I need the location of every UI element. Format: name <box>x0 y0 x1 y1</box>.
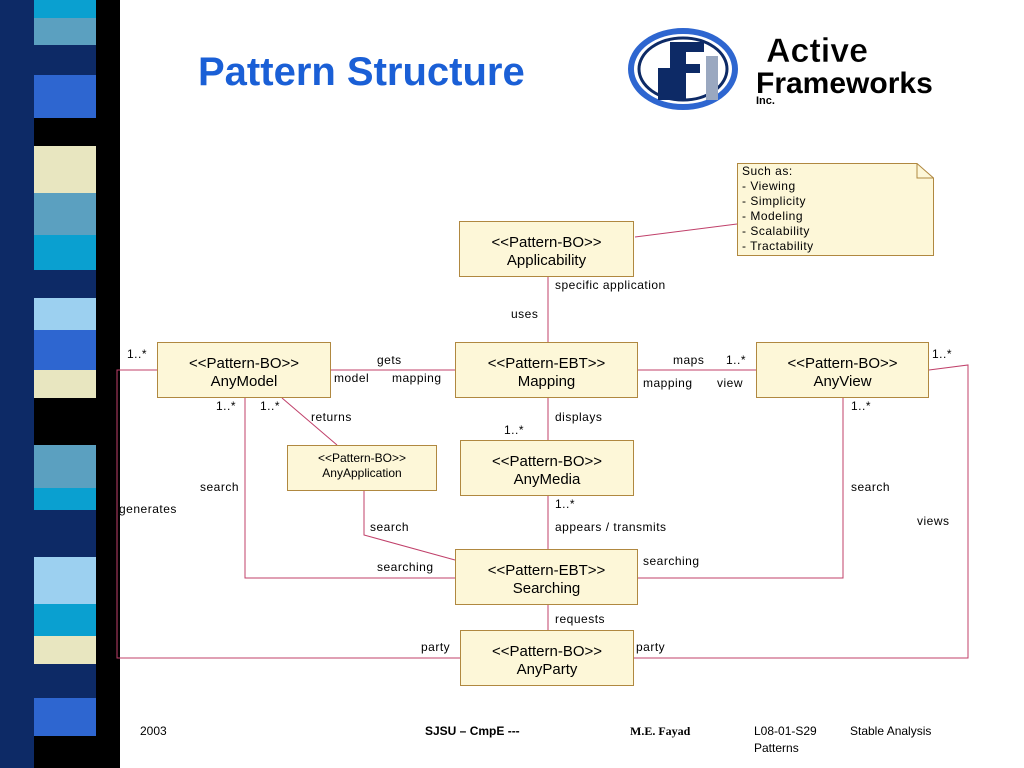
label-party-left: party <box>421 640 451 654</box>
label-generates: generates <box>119 502 177 516</box>
active-frameworks-logo: Active Frameworks Inc. <box>628 28 933 110</box>
label-mapping-right: mapping <box>643 376 693 390</box>
box-stereotype: <<Pattern-BO>> <box>491 453 603 470</box>
box-anyview: <<Pattern-BO>> AnyView <box>756 342 929 398</box>
slide-title: Pattern Structure <box>198 50 525 94</box>
box-name: Mapping <box>517 373 576 390</box>
label-party-right: party <box>636 640 666 654</box>
note-item: - Tractability <box>742 239 814 253</box>
label-specific-application: specific application <box>555 278 666 292</box>
note-item: - Viewing <box>742 179 796 193</box>
label-multiplicity: 1..* <box>216 399 237 413</box>
note-text: Such as: - Viewing - Simplicity - Modeli… <box>742 164 814 254</box>
box-stereotype: <<Pattern-BO>> <box>491 234 602 251</box>
box-stereotype: <<Pattern-BO>> <box>491 643 603 660</box>
label-multiplicity: 1..* <box>851 399 872 413</box>
logo-line1: Active <box>766 32 868 70</box>
box-stereotype: <<Pattern-BO>> <box>188 355 300 372</box>
footer-year: 2003 <box>140 724 167 738</box>
box-name: AnyParty <box>516 661 578 678</box>
box-stereotype: <<Pattern-BO>> <box>317 451 407 465</box>
logo-suffix: Inc. <box>756 95 775 107</box>
box-name: Searching <box>512 580 581 597</box>
logo-line2: Frameworks <box>756 67 933 100</box>
label-search-app: search <box>370 520 410 534</box>
box-searching: <<Pattern-EBT>> Searching <box>455 549 638 605</box>
box-anyparty: <<Pattern-BO>> AnyParty <box>460 630 634 686</box>
box-name: Applicability <box>506 252 587 269</box>
label-multiplicity: 1..* <box>726 353 747 367</box>
label-view: view <box>717 376 744 390</box>
label-multiplicity: 1..* <box>504 423 525 437</box>
box-mapping: <<Pattern-EBT>> Mapping <box>455 342 638 398</box>
label-search-left: search <box>200 480 240 494</box>
note-shape <box>737 163 934 256</box>
box-anymodel: <<Pattern-BO>> AnyModel <box>157 342 331 398</box>
label-views: views <box>917 514 950 528</box>
note-heading: Such as: <box>742 164 793 178</box>
box-name: AnyView <box>813 373 872 390</box>
footer-code: L08-01-S29 <box>754 724 817 738</box>
label-multiplicity: 1..* <box>555 497 576 511</box>
label-multiplicity: 1..* <box>932 347 953 361</box>
box-name: AnyMedia <box>513 471 581 488</box>
label-displays: displays <box>555 410 603 424</box>
footer-author: M.E. Fayad <box>630 724 691 738</box>
box-anyapplication: <<Pattern-BO>> AnyApplication <box>287 445 437 491</box>
footer-topic: Stable Analysis <box>850 724 932 738</box>
label-search-right: search <box>851 480 891 494</box>
box-name: AnyModel <box>210 373 278 390</box>
label-searching-left: searching <box>377 560 434 574</box>
box-applicability: <<Pattern-BO>> Applicability <box>459 221 634 277</box>
note-item: - Scalability <box>742 224 810 238</box>
box-stereotype: <<Pattern-EBT>> <box>487 562 606 579</box>
label-mapping-left: mapping <box>392 371 442 385</box>
footer-topic-line2: Patterns <box>754 741 799 755</box>
box-name: AnyApplication <box>322 466 402 480</box>
note-item: - Modeling <box>742 209 804 223</box>
footer-course: SJSU – CmpE --- <box>425 724 520 738</box>
label-gets: gets <box>377 353 402 367</box>
label-uses: uses <box>511 307 539 321</box>
label-returns: returns <box>311 410 352 424</box>
label-maps: maps <box>673 353 705 367</box>
decorative-stripe <box>0 0 120 768</box>
label-model: model <box>334 371 370 385</box>
box-stereotype: <<Pattern-BO>> <box>787 355 898 372</box>
box-stereotype: <<Pattern-EBT>> <box>487 355 606 372</box>
label-searching-right: searching <box>643 554 700 568</box>
box-anymedia: <<Pattern-BO>> AnyMedia <box>460 440 634 496</box>
label-multiplicity: 1..* <box>260 399 281 413</box>
label-multiplicity: 1..* <box>127 347 148 361</box>
label-requests: requests <box>555 612 606 626</box>
label-appears-transmits: appears / transmits <box>555 520 667 534</box>
note-item: - Simplicity <box>742 194 807 208</box>
